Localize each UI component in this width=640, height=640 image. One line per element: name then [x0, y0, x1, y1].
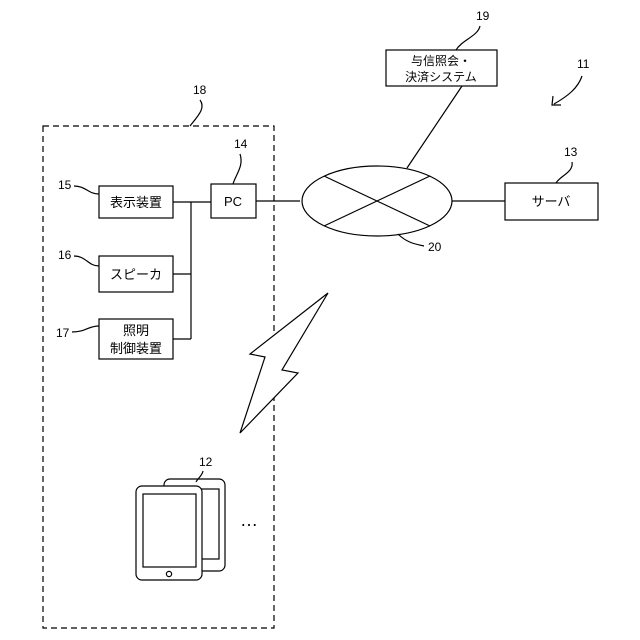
leader-store-area	[190, 100, 202, 126]
tablet-front-screen	[143, 494, 196, 567]
server-label: サーバ	[532, 194, 571, 209]
more-devices-ellipsis: …	[240, 510, 258, 530]
leader-network	[398, 234, 424, 246]
leader-system	[554, 76, 582, 104]
pc-label: PC	[224, 194, 242, 209]
lighting-control-label-1: 照明	[123, 323, 149, 338]
leader-lighting	[72, 326, 99, 332]
ref-tablet: 12	[199, 455, 213, 469]
tablet-home-button	[166, 571, 171, 576]
ref-display: 15	[58, 178, 72, 192]
ref-server: 13	[564, 145, 578, 159]
ref-pc: 14	[234, 137, 248, 151]
leader-payment	[456, 26, 480, 50]
ref-store-area: 18	[193, 83, 207, 97]
wireless-link-bolt	[240, 293, 328, 433]
payment-system-label-1: 与信照会・	[411, 54, 471, 68]
payment-system-label-2: 決済システム	[405, 69, 477, 84]
speaker-label: スピーカ	[110, 267, 162, 282]
leader-speaker	[74, 256, 99, 266]
display-device-label: 表示装置	[110, 195, 162, 210]
leader-pc	[233, 154, 241, 184]
leader-display	[74, 186, 99, 194]
lighting-control-label-2: 制御装置	[110, 341, 162, 356]
link-network-payment	[407, 86, 462, 168]
ref-lighting: 17	[56, 326, 70, 340]
ref-payment: 19	[476, 9, 490, 23]
ref-speaker: 16	[58, 248, 72, 262]
leader-server	[556, 162, 572, 183]
ref-system: 11	[577, 57, 590, 71]
ref-network: 20	[428, 240, 442, 254]
